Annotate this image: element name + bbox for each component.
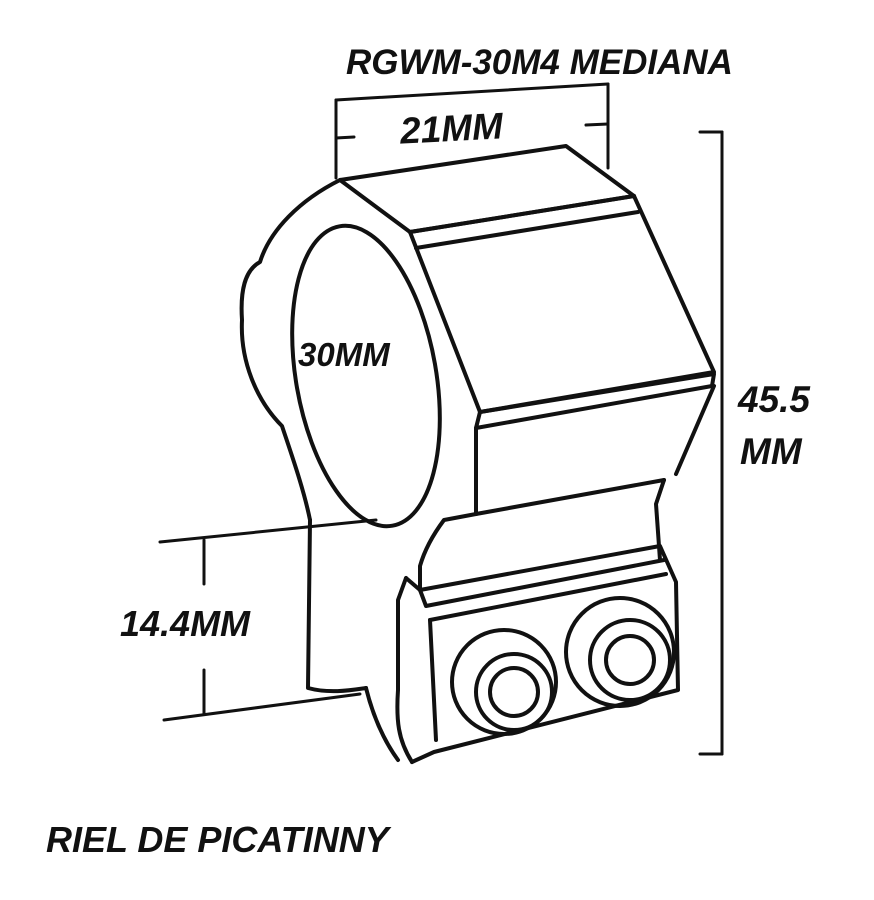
height-dimension-bracket	[698, 130, 724, 756]
base-height-dimension	[158, 518, 378, 722]
width-dimension-bracket	[334, 82, 610, 180]
product-title: RGWM-30M4 MEDIANA	[346, 43, 733, 82]
scope-ring-body	[239, 144, 716, 764]
height-label-unit: MM	[740, 431, 803, 472]
clamp-screw-left	[450, 628, 558, 736]
base-height-label: 14.4MM	[120, 603, 251, 644]
ring-opening	[290, 223, 442, 529]
rail-type-label: RIEL DE PICATINNY	[46, 819, 392, 860]
height-label-number: 45.5	[737, 379, 811, 420]
width-label: 21MM	[398, 105, 505, 151]
ring-diameter-label: 30MM	[298, 336, 391, 373]
clamp-screw-right	[564, 596, 676, 708]
